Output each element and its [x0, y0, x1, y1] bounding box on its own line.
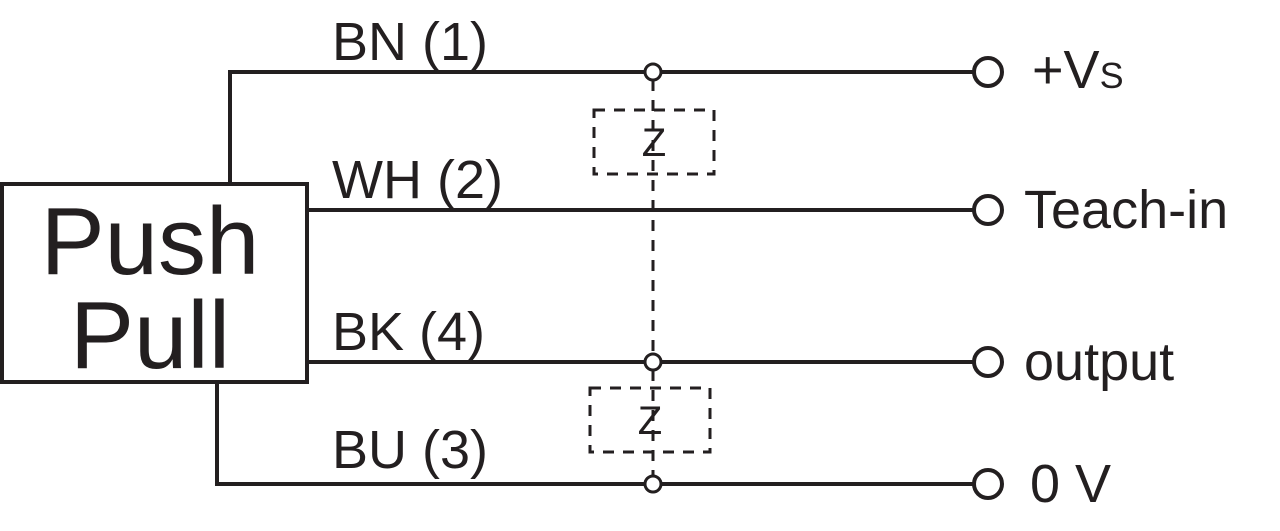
junction-node-bn [643, 62, 663, 82]
junction-node-bk [643, 352, 663, 372]
device-box [0, 182, 309, 384]
terminal-bk [972, 346, 1004, 378]
device-label-line2: Pull [70, 282, 230, 389]
terminal-label-bn: +VS [1032, 40, 1124, 100]
device-label-line1: Push [41, 188, 260, 295]
load-label-lower: Z [638, 399, 662, 443]
wire-bu [215, 382, 974, 486]
load-box-lower [588, 386, 712, 454]
terminal-bu [972, 468, 1004, 500]
load-box-upper [592, 108, 716, 176]
load-label-upper: Z [642, 121, 666, 165]
terminal-label-bn-sub: S [1100, 55, 1124, 96]
wire-code-bn: BN (1) [332, 12, 488, 72]
terminal-bn [972, 56, 1004, 88]
terminal-label-bk: output [1024, 332, 1174, 392]
terminal-label-bn-main: +V [1032, 40, 1100, 100]
terminal-label-wh: Teach-in [1024, 180, 1228, 240]
terminal-wh [972, 194, 1004, 226]
terminal-label-bu: 0 V [1030, 454, 1111, 514]
wire-code-bk: BK (4) [332, 302, 485, 362]
wire-code-bu: BU (3) [332, 420, 488, 480]
junction-node-bu [643, 474, 663, 494]
wire-code-wh: WH (2) [332, 150, 503, 210]
wire-bn [228, 70, 974, 184]
